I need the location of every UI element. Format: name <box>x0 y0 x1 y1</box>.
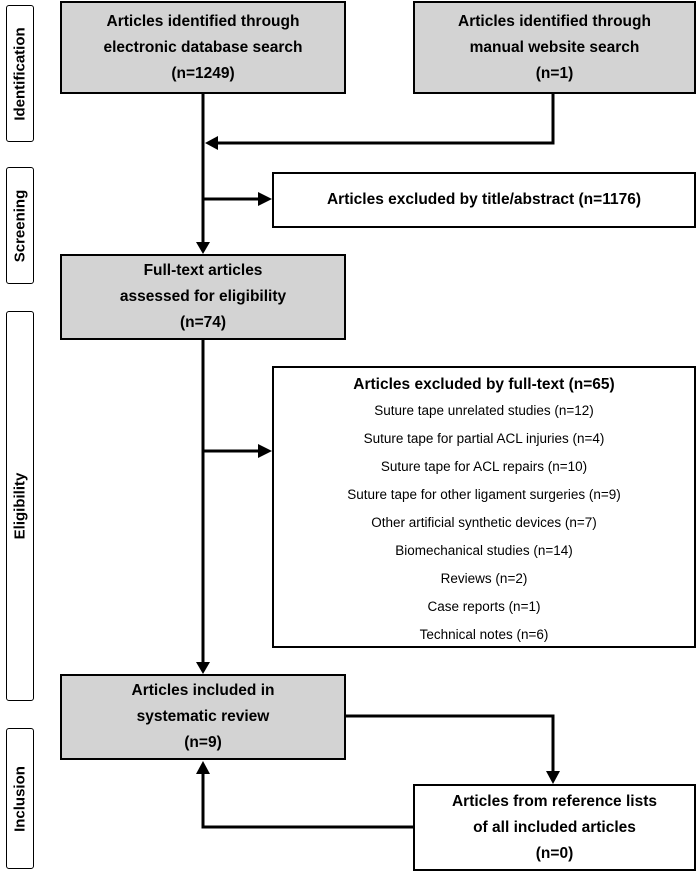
box-line: Articles from reference lists <box>451 792 658 810</box>
excluded-full-text-box: Articles excluded by full-text (n=65) Su… <box>272 366 696 648</box>
reference-lists-box: Articles from reference lists of all inc… <box>413 784 696 871</box>
arrow-manual-to-spine <box>218 94 555 145</box>
phase-screening: Screening <box>6 167 34 284</box>
box-line: Articles included in <box>131 682 275 699</box>
exclusion-reason: Biomechanical studies (n=14) <box>395 543 573 558</box>
manual-search-box: Articles identified through manual websi… <box>413 1 696 94</box>
excluded-title-abstract-box: Articles excluded by title/abstract (n=1… <box>272 172 696 228</box>
box-line: manual website search <box>469 38 640 56</box>
included-systematic-review-box: Articles included in systematic review (… <box>60 674 346 760</box>
box-line: (n=1) <box>535 64 574 82</box>
database-search-box: Articles identified through electronic d… <box>60 1 346 94</box>
box-line: Articles identified through <box>458 12 651 30</box>
exclusion-reason: Suture tape for other ligament surgeries… <box>347 487 621 502</box>
phase-label: Screening <box>11 189 29 262</box>
arrowhead <box>196 662 210 674</box>
exclusion-reason: Suture tape for partial ACL injuries (n=… <box>363 431 605 446</box>
excluded-full-text-title: Articles excluded by full-text (n=65) <box>353 376 615 393</box>
arrowhead <box>196 242 210 254</box>
full-text-assessed-box: Full-text articles assessed for eligibil… <box>60 254 346 340</box>
box-line: (n=74) <box>179 314 227 331</box>
box-line: Articles identified through <box>106 12 300 30</box>
arrowhead <box>546 771 560 784</box>
exclusion-reason: Case reports (n=1) <box>427 599 541 614</box>
phase-label: Eligibility <box>11 472 29 540</box>
arrowhead <box>196 761 210 774</box>
exclusion-reason: Reviews (n=2) <box>440 571 528 586</box>
arrow-included-to-reference <box>346 714 555 771</box>
box-line: of all included articles <box>473 818 636 836</box>
phase-eligibility: Eligibility <box>6 311 34 701</box>
box-line: (n=9) <box>184 734 222 751</box>
phase-label: Identification <box>11 26 29 121</box>
phase-label: Inclusion <box>11 765 29 832</box>
phase-identification: Identification <box>6 5 34 142</box>
exclusion-reason: Suture tape for ACL repairs (n=10) <box>380 459 588 474</box>
arrowhead <box>258 444 272 458</box>
box-line: assessed for eligibility <box>119 288 287 305</box>
box-line: (n=1249) <box>171 64 235 82</box>
arrow-reference-to-included <box>201 774 413 829</box>
arrowhead <box>205 136 218 150</box>
exclusion-reason: Other artificial synthetic devices (n=7) <box>371 515 597 530</box>
box-line: Articles excluded by title/abstract (n=1… <box>326 191 641 208</box>
box-line: electronic database search <box>103 38 303 56</box>
box-line: systematic review <box>136 708 270 725</box>
box-line: Full-text articles <box>143 262 263 279</box>
phase-inclusion: Inclusion <box>6 728 34 869</box>
box-line: (n=0) <box>535 844 574 862</box>
exclusion-reason: Suture tape unrelated studies (n=12) <box>374 403 594 418</box>
arrowhead <box>258 192 272 206</box>
exclusion-reason: Technical notes (n=6) <box>419 627 549 642</box>
